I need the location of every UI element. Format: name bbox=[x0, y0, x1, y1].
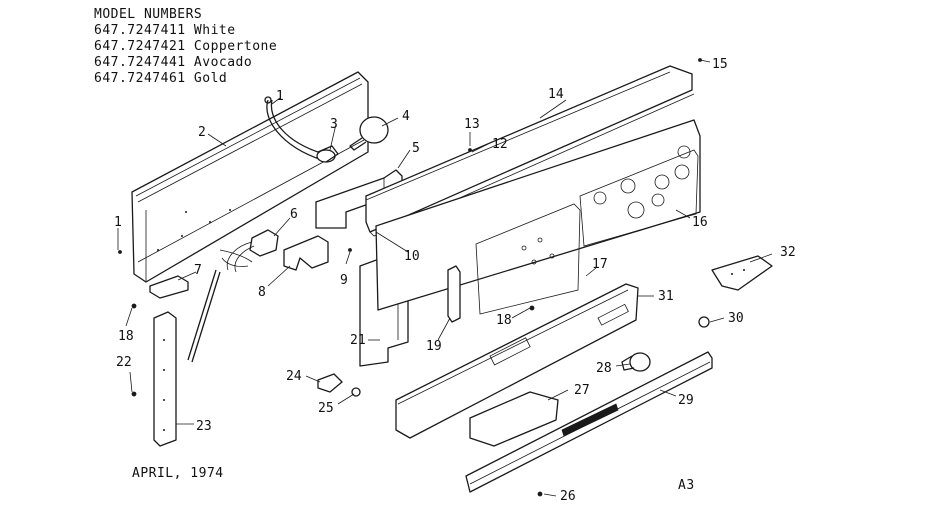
part-plate bbox=[711, 255, 773, 291]
callout-18-mid: 18 bbox=[496, 313, 512, 328]
part-lamp-socket bbox=[316, 145, 339, 163]
callout-32: 32 bbox=[780, 245, 796, 260]
callout-23: 23 bbox=[196, 419, 212, 434]
callout-26: 26 bbox=[560, 489, 576, 504]
screw-18b bbox=[529, 305, 535, 311]
part-lower-trim-rail bbox=[465, 351, 713, 493]
callout-9: 9 bbox=[340, 273, 348, 288]
model-numbers-block: MODEL NUMBERS 647.7247411 White 647.7247… bbox=[94, 7, 277, 86]
revision-date: APRIL, 1974 bbox=[132, 466, 224, 481]
callout-25: 25 bbox=[318, 401, 334, 416]
callout-8: 8 bbox=[258, 285, 266, 300]
callout-24: 24 bbox=[286, 369, 302, 384]
screw-9 bbox=[348, 248, 352, 252]
callout-1-top: 1 bbox=[276, 89, 284, 104]
callout-18-left: 18 bbox=[118, 329, 134, 344]
model-number-coppertone: 647.7247421 Coppertone bbox=[94, 39, 277, 54]
callout-21: 21 bbox=[350, 333, 366, 348]
callout-12: 12 bbox=[492, 137, 508, 152]
part-lower-channel bbox=[395, 283, 639, 439]
callout-28: 28 bbox=[596, 361, 612, 376]
callout-14: 14 bbox=[548, 87, 564, 102]
part-vertical-strip bbox=[153, 311, 177, 447]
part-switch-bracket bbox=[283, 235, 329, 271]
part-box bbox=[469, 391, 559, 447]
model-number-avocado: 647.7247441 Avocado bbox=[94, 55, 252, 70]
callout-labels: 1 1 2 3 4 5 6 7 8 9 10 12 13 14 15 16 17… bbox=[114, 57, 796, 504]
callout-29: 29 bbox=[678, 393, 694, 408]
part-control-panel-trim bbox=[365, 65, 695, 237]
callout-7: 7 bbox=[194, 263, 202, 278]
screw-13 bbox=[468, 148, 472, 152]
screw-26 bbox=[537, 491, 543, 497]
part-wire-lead bbox=[264, 96, 325, 161]
part-small-bracket bbox=[447, 265, 461, 323]
part-small-knob bbox=[698, 316, 710, 328]
part-rear-panel bbox=[131, 71, 369, 283]
model-numbers-title: MODEL NUMBERS bbox=[94, 7, 202, 22]
part-switch bbox=[187, 229, 279, 363]
callout-17: 17 bbox=[592, 257, 608, 272]
part-clip bbox=[149, 275, 189, 299]
callout-3: 3 bbox=[330, 117, 338, 132]
callout-27: 27 bbox=[574, 383, 590, 398]
part-knob bbox=[621, 352, 651, 372]
callout-30: 30 bbox=[728, 311, 744, 326]
callout-1-left: 1 bbox=[114, 215, 122, 230]
callout-13: 13 bbox=[464, 117, 480, 132]
callout-5: 5 bbox=[412, 141, 420, 156]
model-number-gold: 647.7247461 Gold bbox=[94, 71, 227, 86]
callout-19: 19 bbox=[426, 339, 442, 354]
callout-31: 31 bbox=[658, 289, 674, 304]
page-code: A3 bbox=[678, 478, 695, 493]
callout-16: 16 bbox=[692, 215, 708, 230]
part-light-bulb bbox=[349, 116, 389, 151]
callout-2: 2 bbox=[198, 125, 206, 140]
part-terminal-block bbox=[317, 373, 343, 393]
screw-22 bbox=[131, 391, 137, 397]
callout-10: 10 bbox=[404, 249, 420, 264]
part-control-face bbox=[375, 119, 701, 315]
leader-lines bbox=[117, 59, 773, 497]
callout-15: 15 bbox=[712, 57, 728, 72]
callout-22: 22 bbox=[116, 355, 132, 370]
callout-4: 4 bbox=[402, 109, 410, 124]
screw-18a bbox=[131, 303, 137, 309]
model-number-white: 647.7247411 White bbox=[94, 23, 236, 38]
screw-1 bbox=[118, 250, 122, 254]
callout-6: 6 bbox=[290, 207, 298, 222]
